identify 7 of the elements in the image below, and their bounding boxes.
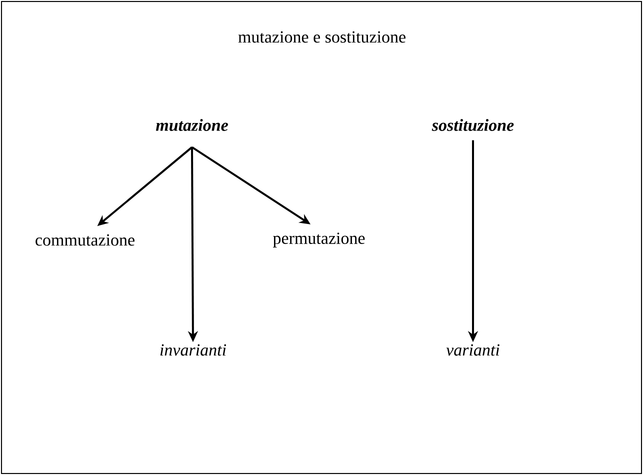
- term-label: commutazione: [36, 234, 134, 246]
- term-label: permutazione: [273, 232, 365, 248]
- title: mutazione e sostituzione: [238, 31, 406, 43]
- term-label: invarianti: [160, 344, 226, 356]
- term-label: mutazione: [156, 119, 228, 131]
- term-label: sostituzione: [432, 119, 514, 131]
- term-label: varianti: [446, 344, 500, 356]
